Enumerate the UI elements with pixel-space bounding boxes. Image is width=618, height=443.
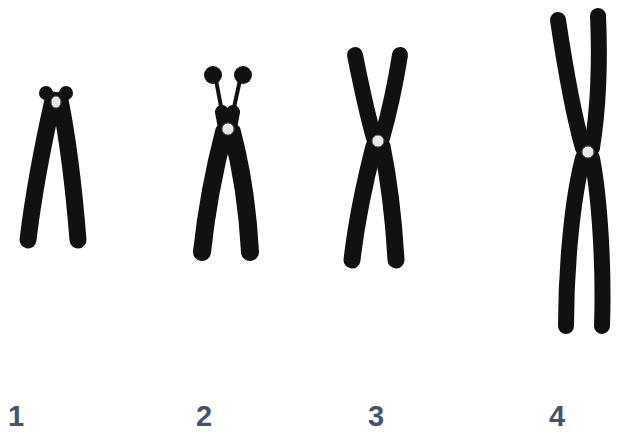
callout-number: 1 (8, 402, 24, 431)
callout-number: 3 (368, 402, 384, 431)
callout-number: 2 (196, 402, 212, 431)
chromosome-4 (558, 16, 603, 326)
callout-number: 4 (549, 402, 565, 431)
chromosome-1 (28, 86, 78, 240)
chromosome-3 (352, 55, 400, 260)
chromosome-2 (202, 66, 252, 252)
